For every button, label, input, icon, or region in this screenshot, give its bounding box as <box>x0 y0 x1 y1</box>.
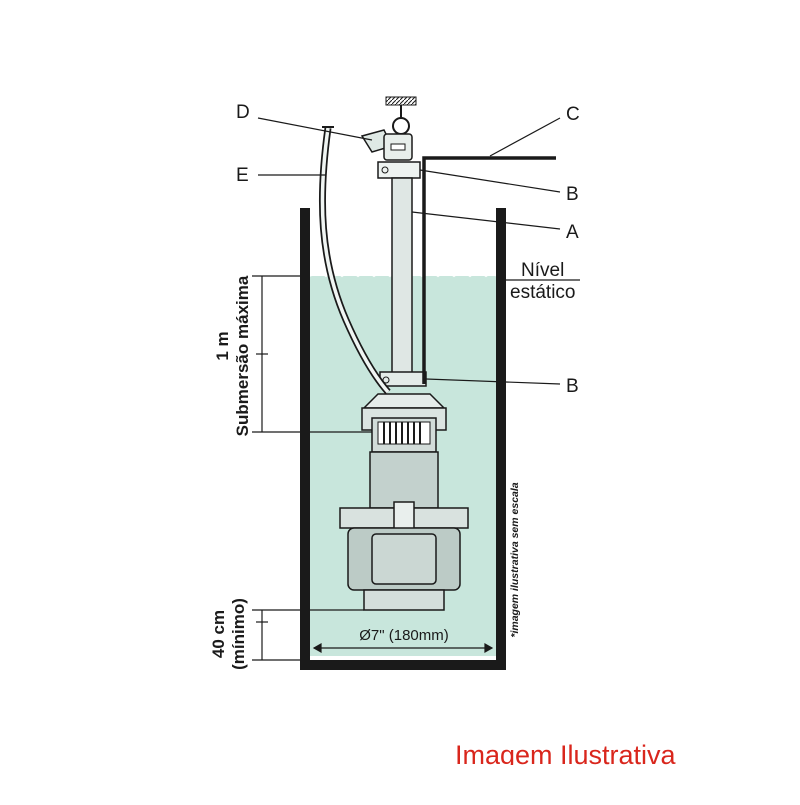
static-level-label-line1: Nível <box>521 260 564 281</box>
min-clearance-value: 40 cm <box>209 610 228 658</box>
submersion-dimension <box>252 275 372 433</box>
max-submersion-label: Submersão máxima <box>233 275 252 436</box>
label-d: D <box>236 102 250 123</box>
clearance-dimension <box>252 609 364 661</box>
diameter-dimension <box>312 642 494 654</box>
label-c: C <box>566 104 580 125</box>
label-e: E <box>236 165 249 186</box>
ceiling-anchor <box>385 96 417 135</box>
check-valve <box>360 129 413 161</box>
submersible-pump <box>339 393 469 611</box>
min-clearance-label: (mínimo) <box>229 598 248 670</box>
power-cable <box>422 156 556 384</box>
well-diameter-label: Ø7" (180mm) <box>359 627 449 644</box>
label-b-top: B <box>566 184 579 205</box>
pump-intake-grille <box>377 421 431 445</box>
well-casing <box>300 208 506 670</box>
label-a: A <box>566 222 579 243</box>
static-level-label-line2: estático <box>510 282 575 303</box>
scale-note: *imagem ilustrativa sem escala <box>509 482 521 637</box>
label-leader-lines <box>257 117 580 385</box>
label-b-bottom: B <box>566 376 579 397</box>
max-submersion-value: 1 m <box>213 331 232 360</box>
watermark-text: Imagem Ilustrativa <box>455 740 676 765</box>
